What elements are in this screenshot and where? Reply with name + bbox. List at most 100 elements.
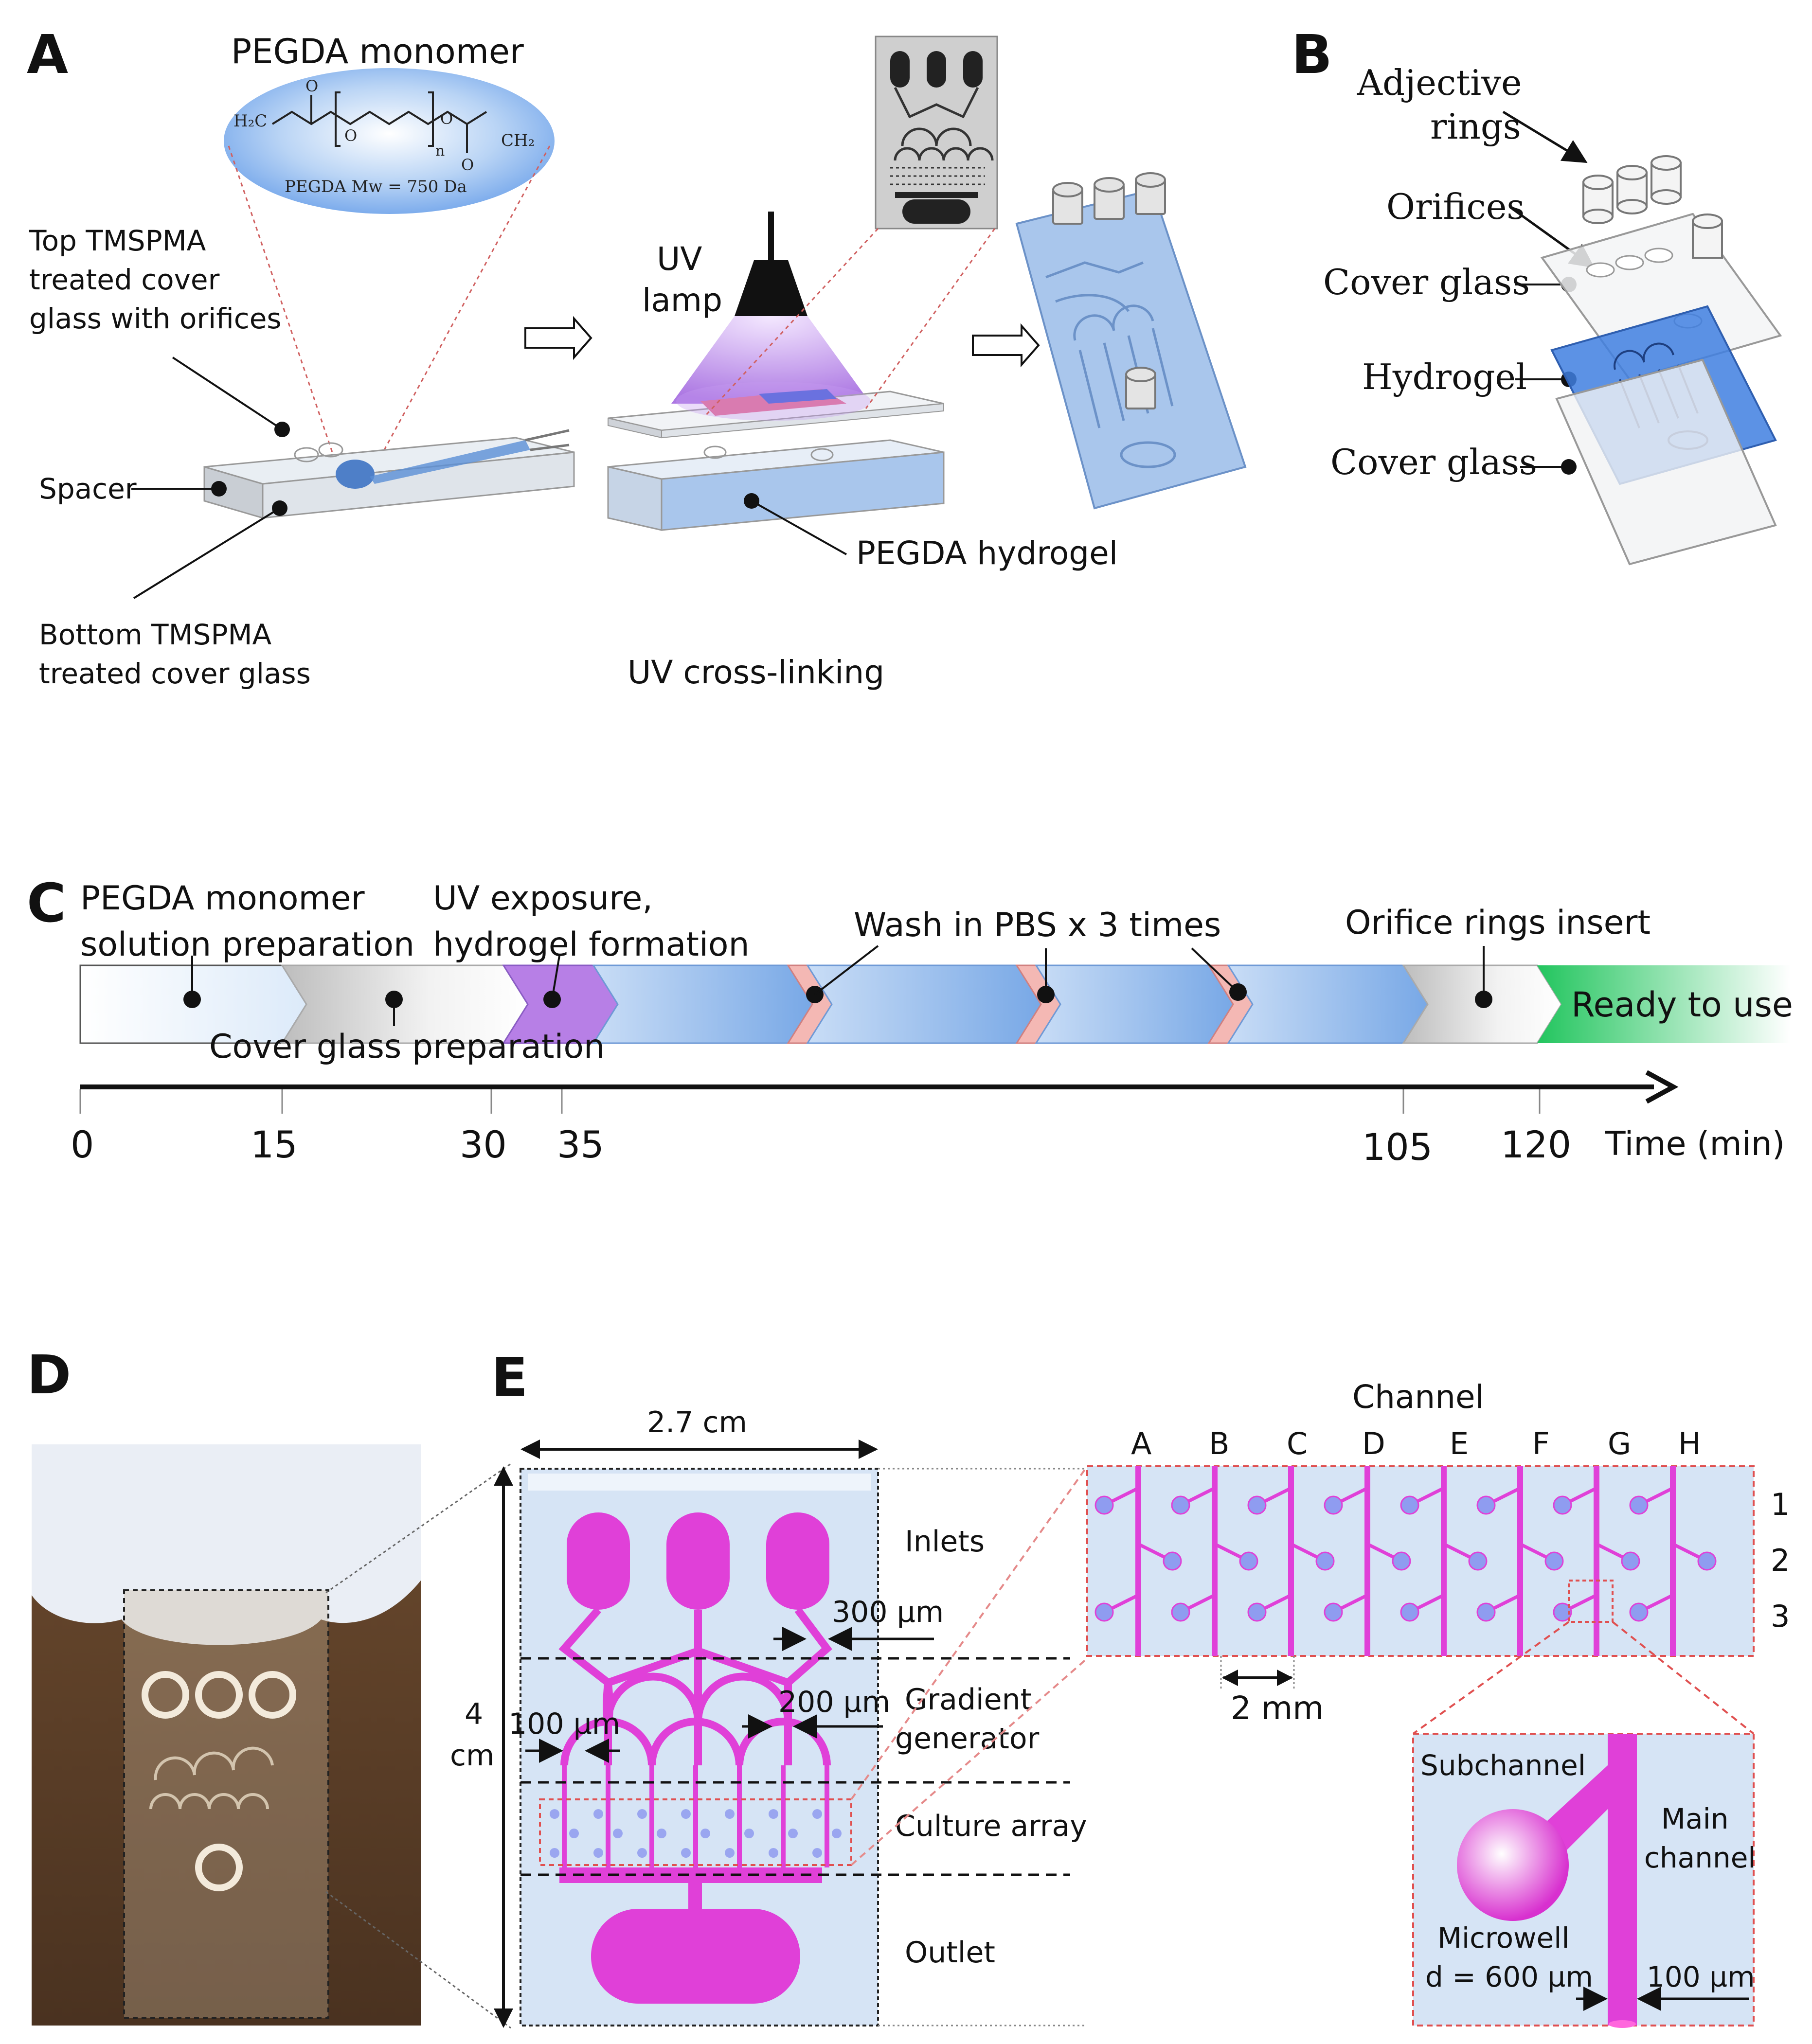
microwell xyxy=(1544,1551,1564,1571)
label-microwell-d: d = 600 µm xyxy=(1425,1960,1593,1993)
panel-label-d: D xyxy=(27,1344,71,1406)
timeline-step3-b: hydrogel formation xyxy=(433,925,750,964)
panel-label-e: E xyxy=(491,1346,528,1408)
timeline-step5: Orifice rings insert xyxy=(1345,904,1651,942)
label-microwell: Microwell xyxy=(1437,1921,1569,1955)
hydrogel-slab xyxy=(607,439,945,531)
formula-mw: PEGDA Mw = 750 Da xyxy=(285,177,467,196)
microwell xyxy=(1553,1495,1572,1515)
microwell xyxy=(1392,1551,1411,1571)
tick-35: 35 xyxy=(557,1123,604,1166)
region-separators xyxy=(520,1657,1070,1876)
photo-zoom-line-left xyxy=(704,228,879,417)
uv-lamp-label-2: lamp xyxy=(642,282,722,319)
dim-height-head-top xyxy=(494,1466,513,1486)
microwell xyxy=(1247,1495,1267,1515)
dim-100-label: 100 µm xyxy=(508,1707,620,1741)
label-orifices: Orifices xyxy=(1386,186,1525,227)
microwell xyxy=(1171,1602,1190,1622)
timeline-step2: Cover glass preparation xyxy=(209,1028,605,1066)
photo-zoom-line-right xyxy=(865,228,996,409)
zoom-line-right xyxy=(369,145,551,477)
dim-height-label-1: 4 xyxy=(465,1697,483,1731)
formula-h2c: H₂C xyxy=(233,111,267,131)
microwell-zoom-box xyxy=(1568,1580,1614,1623)
grid-zoom-line-top xyxy=(850,1465,1088,1800)
dim-2mm-head-left xyxy=(1222,1670,1238,1686)
microwell xyxy=(1468,1551,1488,1571)
label-adjective-2: rings xyxy=(1430,106,1521,147)
microwell xyxy=(1094,1495,1114,1515)
uv-lamp-icon xyxy=(735,212,807,316)
microwell xyxy=(1094,1602,1114,1622)
time-axis-arrow xyxy=(1645,1070,1679,1104)
panel-label-c: C xyxy=(27,872,66,934)
leader-pegda-hydrogel xyxy=(751,500,847,555)
tick-0: 0 xyxy=(71,1123,94,1166)
dim-2mm-head-right xyxy=(1277,1670,1293,1686)
label-top-glass-2: treated cover xyxy=(29,263,220,296)
label-main-channel-2: channel xyxy=(1644,1841,1756,1874)
channel-title: Channel xyxy=(1352,1378,1484,1416)
svg-text:A: A xyxy=(1131,1426,1151,1461)
svg-text:D: D xyxy=(1362,1426,1385,1461)
dim-200-label: 200 µm xyxy=(778,1685,890,1719)
formula-o-1: O xyxy=(305,77,318,95)
leader-bottom-glass xyxy=(133,507,281,599)
arrow-adjective-rings xyxy=(1502,110,1588,163)
timeline-step1-a: PEGDA monomer xyxy=(80,879,365,918)
time-ticks xyxy=(79,1089,1541,1114)
channel-letters: A B C D E F G H xyxy=(1131,1426,1701,1461)
label-cover-glass-bottom: Cover glass xyxy=(1330,442,1537,482)
zoom-line-left xyxy=(228,145,341,477)
photo-zoom-line-top xyxy=(325,1463,511,1594)
microwell xyxy=(1697,1551,1717,1571)
formula-o-2: O xyxy=(344,126,357,145)
microwell xyxy=(1324,1495,1343,1515)
formula-ch2: CH₂ xyxy=(501,131,535,150)
label-hydrogel-b: Hydrogel xyxy=(1362,356,1527,397)
pegda-structure xyxy=(271,91,487,153)
microwell xyxy=(1171,1495,1190,1515)
label-bottom-glass-2: treated cover glass xyxy=(39,657,311,690)
grid-zoom-line-bottom xyxy=(850,1657,1088,1866)
final-device xyxy=(1015,172,1247,510)
marker-cover-glass-bottom xyxy=(1561,459,1577,475)
uv-top-plate xyxy=(608,382,944,439)
label-inlets: Inlets xyxy=(905,1525,985,1559)
label-pegda-hydrogel: PEGDA hydrogel xyxy=(856,534,1118,572)
label-adjective-1: Adjective xyxy=(1357,62,1522,103)
svg-text:2: 2 xyxy=(1771,1543,1790,1578)
label-bottom-glass-1: Bottom TMSPMA xyxy=(39,618,271,651)
tick-120: 120 xyxy=(1501,1123,1571,1166)
microwell xyxy=(1400,1495,1419,1515)
microwell-zoom-line-right xyxy=(1612,1621,1755,1735)
svg-text:E: E xyxy=(1450,1426,1469,1461)
monomer-title: PEGDA monomer xyxy=(231,32,524,71)
uv-lamp-label-1: UV xyxy=(657,240,702,278)
label-spacer: Spacer xyxy=(39,472,137,505)
process-arrow-1 xyxy=(524,316,592,360)
label-culture-array: Culture array xyxy=(895,1809,1087,1843)
microwell xyxy=(1553,1602,1572,1622)
microwell xyxy=(1315,1551,1335,1571)
channel-photo-inset xyxy=(875,36,998,230)
formula-o-4: O xyxy=(461,156,474,174)
row-numbers: 1 2 3 xyxy=(1771,1487,1790,1634)
process-arrow-2 xyxy=(972,323,1040,368)
timeline-step4: Wash in PBS x 3 times xyxy=(854,906,1221,944)
label-gradient-2: generator xyxy=(895,1722,1040,1756)
dim-2mm-label: 2 mm xyxy=(1231,1689,1324,1727)
exploded-stack xyxy=(1540,155,1782,566)
microwell xyxy=(1324,1602,1343,1622)
label-subchannel: Subchannel xyxy=(1420,1749,1586,1782)
svg-text:3: 3 xyxy=(1771,1599,1790,1634)
microwell-zoom-line-left xyxy=(1412,1621,1570,1735)
label-cover-glass-top: Cover glass xyxy=(1323,262,1530,302)
monomer-ellipse xyxy=(224,68,555,214)
microwell xyxy=(1629,1602,1649,1622)
microwell xyxy=(1476,1495,1496,1515)
microwell xyxy=(1163,1551,1182,1571)
microwell xyxy=(1247,1602,1267,1622)
